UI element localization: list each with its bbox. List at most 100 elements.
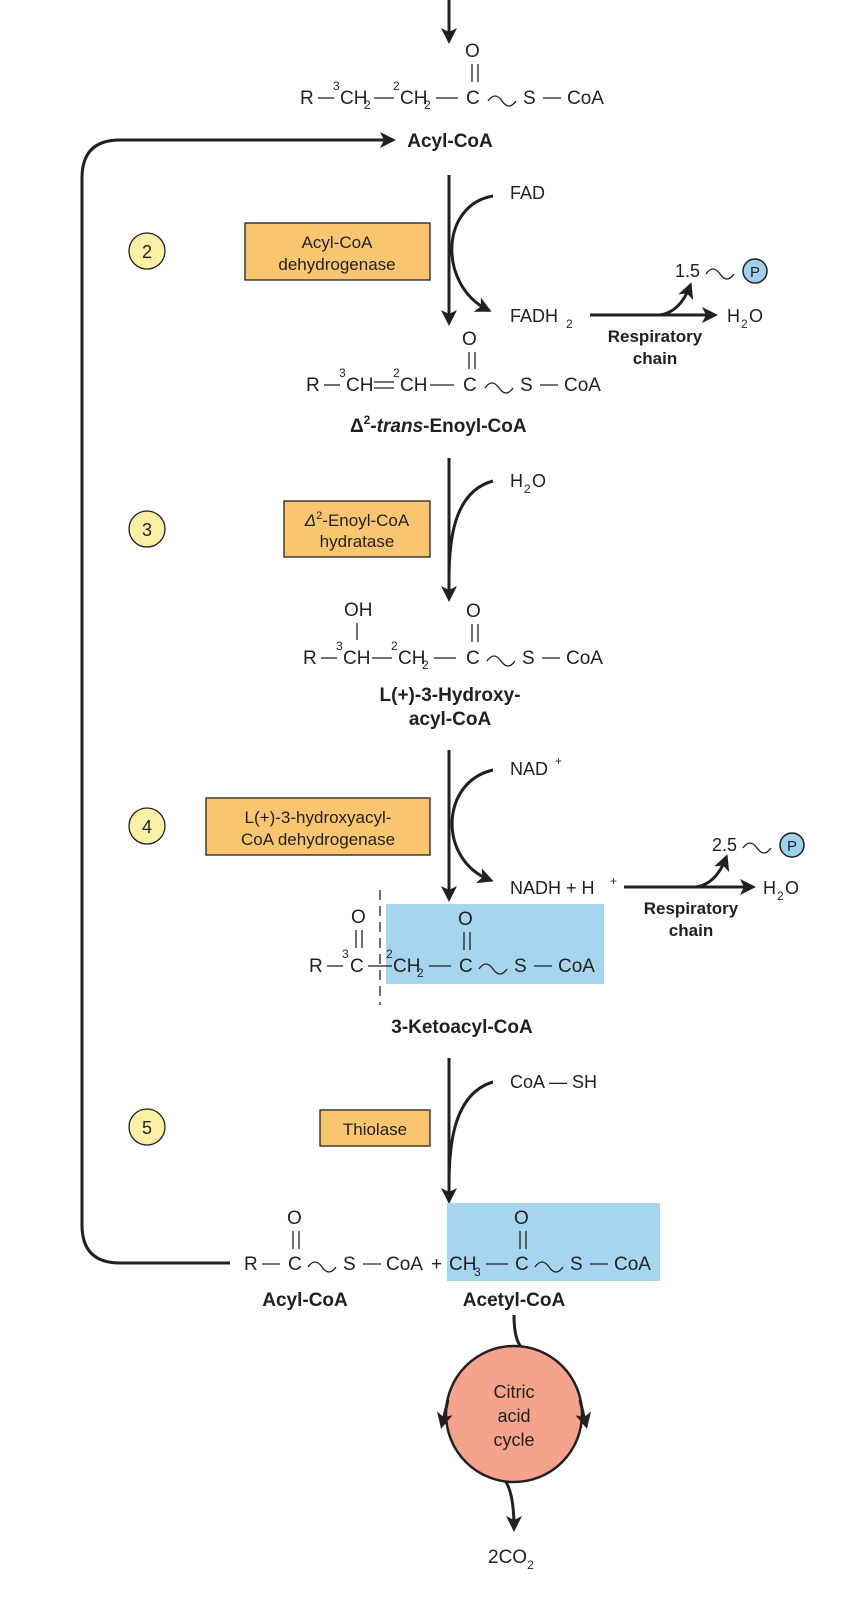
svg-text:+: +: [431, 1254, 442, 1275]
compound-label-product-acyl-coa: Acyl-CoA: [262, 1290, 348, 1311]
svg-text:Respiratory: Respiratory: [644, 899, 739, 918]
svg-text:S: S: [570, 1254, 583, 1275]
svg-text:CH: CH: [346, 375, 373, 396]
acyl-coa-structure: R 3 CH 2 2 CH 2 O C S CoA: [300, 41, 604, 112]
enzyme-box-acyl-coa-dehydrogenase: [244, 222, 431, 281]
svg-text:R: R: [300, 88, 314, 109]
svg-text:R: R: [244, 1254, 258, 1275]
citric-label-3: cycle: [493, 1430, 534, 1450]
svg-text:O: O: [462, 329, 477, 350]
svg-text:2: 2: [422, 658, 429, 672]
svg-text:O: O: [514, 1208, 529, 1229]
step-badge-2: [128, 232, 166, 270]
svg-text:CoA: CoA: [386, 1254, 423, 1275]
svg-text:FAD: FAD: [510, 183, 545, 203]
svg-text:C: C: [350, 956, 364, 977]
svg-text:CoA — SH: CoA — SH: [510, 1072, 597, 1092]
svg-text:CH: CH: [340, 88, 367, 109]
svg-text:R: R: [309, 956, 323, 977]
svg-text:O: O: [287, 1208, 302, 1229]
svg-text:CH: CH: [343, 648, 370, 669]
svg-text:chain: chain: [633, 349, 677, 368]
svg-text:R: R: [306, 375, 320, 396]
svg-text:C: C: [288, 1254, 302, 1275]
co2-label: 2CO2: [488, 1547, 534, 1572]
svg-text:S: S: [522, 648, 535, 669]
svg-text:2: 2: [777, 889, 784, 903]
svg-text:S: S: [523, 88, 536, 109]
step-badge-3: [128, 510, 166, 548]
svg-text:5: 5: [142, 1118, 152, 1138]
svg-text:O: O: [465, 41, 480, 62]
svg-text:4: 4: [142, 817, 152, 837]
svg-text:Thiolase: Thiolase: [343, 1120, 407, 1139]
compound-label-enoyl-coa: Δ2-trans-Enoyl-CoA: [350, 413, 527, 437]
svg-text:O: O: [458, 909, 473, 930]
compound-label-product-acetyl-coa: Acetyl-CoA: [463, 1290, 566, 1311]
svg-text:CoA: CoA: [614, 1254, 651, 1275]
svg-text:O: O: [351, 907, 366, 928]
compound-label-hydroxyacyl-coa-2: acyl-CoA: [409, 709, 492, 730]
step-3: 3 Δ2-Enoyl-CoA hydratase H 2 O: [128, 458, 546, 602]
svg-text:P: P: [787, 838, 797, 855]
step-5-cofactor-arrow: [447, 1080, 494, 1186]
svg-text:H: H: [727, 306, 740, 326]
svg-text:2.5: 2.5: [712, 835, 737, 855]
acetyl-highlight-product: [447, 1203, 660, 1281]
ketoacyl-coa-structure: O R 3 C 2 CH 2 O C S CoA: [309, 890, 595, 1005]
svg-text:C: C: [459, 956, 473, 977]
into-cycle-arrow: [512, 1314, 524, 1350]
compound-label-ketoacyl-coa: 3-Ketoacyl-CoA: [391, 1017, 533, 1038]
enzyme-box-hydroxyacyl-coa-dehydrogenase: [205, 797, 431, 856]
step-4-cofactor-arrow: [450, 768, 494, 884]
enzyme-box-enoyl-coa-hydratase: [283, 500, 431, 558]
svg-text:L(+)-3-hydroxyacyl-: L(+)-3-hydroxyacyl-: [245, 808, 392, 827]
svg-text:FADH: FADH: [510, 306, 558, 326]
svg-text:CH: CH: [400, 88, 427, 109]
svg-text:2: 2: [524, 482, 531, 496]
svg-text:OH: OH: [344, 600, 373, 621]
svg-text:hydratase: hydratase: [320, 532, 395, 551]
svg-text:3: 3: [336, 639, 343, 653]
svg-text:S: S: [343, 1254, 356, 1275]
compound-label-hydroxyacyl-coa-1: L(+)-3-Hydroxy-: [380, 685, 521, 706]
svg-text:+: +: [610, 874, 617, 888]
product-structures: R O C S CoA + CH 3 O C S CoA: [244, 1208, 651, 1279]
svg-text:2: 2: [386, 947, 393, 961]
step-badge-4: [128, 807, 166, 845]
svg-text:3: 3: [474, 1265, 481, 1279]
svg-text:CH: CH: [393, 956, 420, 977]
recycle-loop-arrow: [80, 132, 396, 1265]
step-3-cofactor-arrow: [447, 479, 494, 581]
svg-text:O: O: [785, 878, 799, 898]
svg-text:CH: CH: [400, 375, 427, 396]
svg-text:3: 3: [142, 520, 152, 540]
step-2: 2 Acyl-CoA dehydrogenase FAD FADH 2 1.5 …: [128, 175, 768, 368]
svg-text:C: C: [463, 375, 477, 396]
svg-text:2: 2: [417, 966, 424, 980]
svg-text:2: 2: [566, 317, 573, 331]
svg-text:2: 2: [393, 366, 400, 380]
svg-text:2: 2: [741, 317, 748, 331]
svg-text:H: H: [510, 471, 523, 491]
svg-text:O: O: [466, 601, 481, 622]
svg-text:3: 3: [339, 366, 346, 380]
svg-text:CoA: CoA: [567, 88, 604, 109]
svg-text:O: O: [749, 306, 763, 326]
svg-text:P: P: [750, 264, 760, 281]
svg-text:NADH + H: NADH + H: [510, 878, 595, 898]
svg-text:+: +: [555, 754, 562, 768]
step-5: 5 Thiolase CoA — SH: [128, 1058, 597, 1204]
svg-text:2: 2: [142, 242, 152, 262]
enzyme-box-thiolase: [319, 1109, 431, 1147]
svg-text:2: 2: [391, 639, 398, 653]
svg-text:CoA: CoA: [564, 375, 601, 396]
svg-text:2: 2: [364, 98, 371, 112]
svg-text:CoA dehydrogenase: CoA dehydrogenase: [241, 830, 395, 849]
phosphate-icon-2: [779, 832, 805, 858]
compound-label-acyl-coa: Acyl-CoA: [407, 131, 493, 152]
svg-text:Δ2-Enoyl-CoA: Δ2-Enoyl-CoA: [304, 510, 410, 530]
svg-text:C: C: [466, 88, 480, 109]
svg-text:CoA: CoA: [558, 956, 595, 977]
